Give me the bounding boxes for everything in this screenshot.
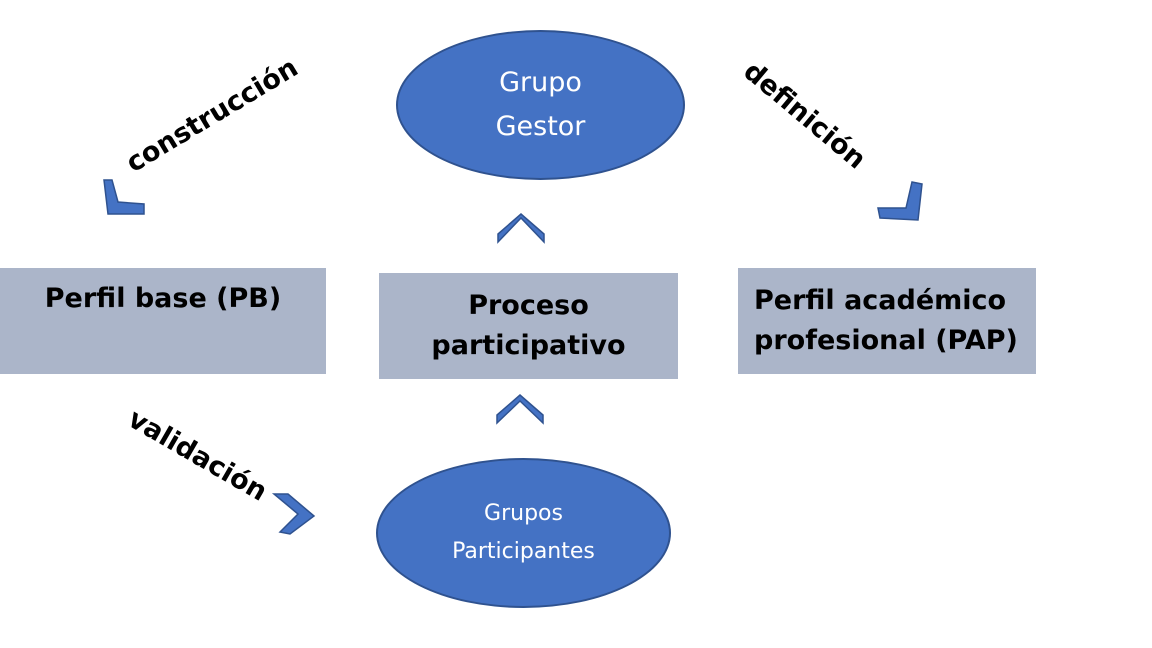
edge-label-validacion: validación [122,403,273,508]
node-grupos-participantes: Grupos Participantes [376,458,671,608]
chevron-up-icon [497,213,545,244]
edge-label-definicion: definición [737,55,872,176]
node-perfil-base: Perfil base (PB) [0,268,326,374]
grupo-gestor-line1: Grupo [499,67,582,98]
chevron-right-down-icon [877,181,923,221]
perfil-academico-line1: Perfil académico [754,285,1007,316]
node-grupo-gestor: Grupo Gestor [396,30,685,180]
grupos-participantes-line1: Grupos [484,501,563,526]
node-proceso-participativo: Proceso participativo [379,273,678,379]
perfil-academico-line2: profesional (PAP) [754,325,1018,356]
chevron-up-bottom-shape [496,394,544,425]
chevron-up-icon [496,394,544,425]
proceso-line2: participativo [431,330,626,361]
chevron-left-down-icon [103,179,145,215]
proceso-line1: Proceso [468,290,589,321]
chevron-left-down-shape [103,179,145,215]
chevron-right-icon [271,493,316,535]
grupos-participantes-line2: Participantes [452,539,595,564]
node-perfil-academico: Perfil académico profesional (PAP) [738,268,1036,374]
perfil-base-text: Perfil base (PB) [44,283,282,314]
chevron-right-down-shape [877,181,923,221]
edge-label-construccion: construcción [120,52,304,179]
grupo-gestor-line2: Gestor [495,111,586,142]
chevron-up-top-shape [497,213,545,244]
chevron-right-shape [271,493,316,535]
